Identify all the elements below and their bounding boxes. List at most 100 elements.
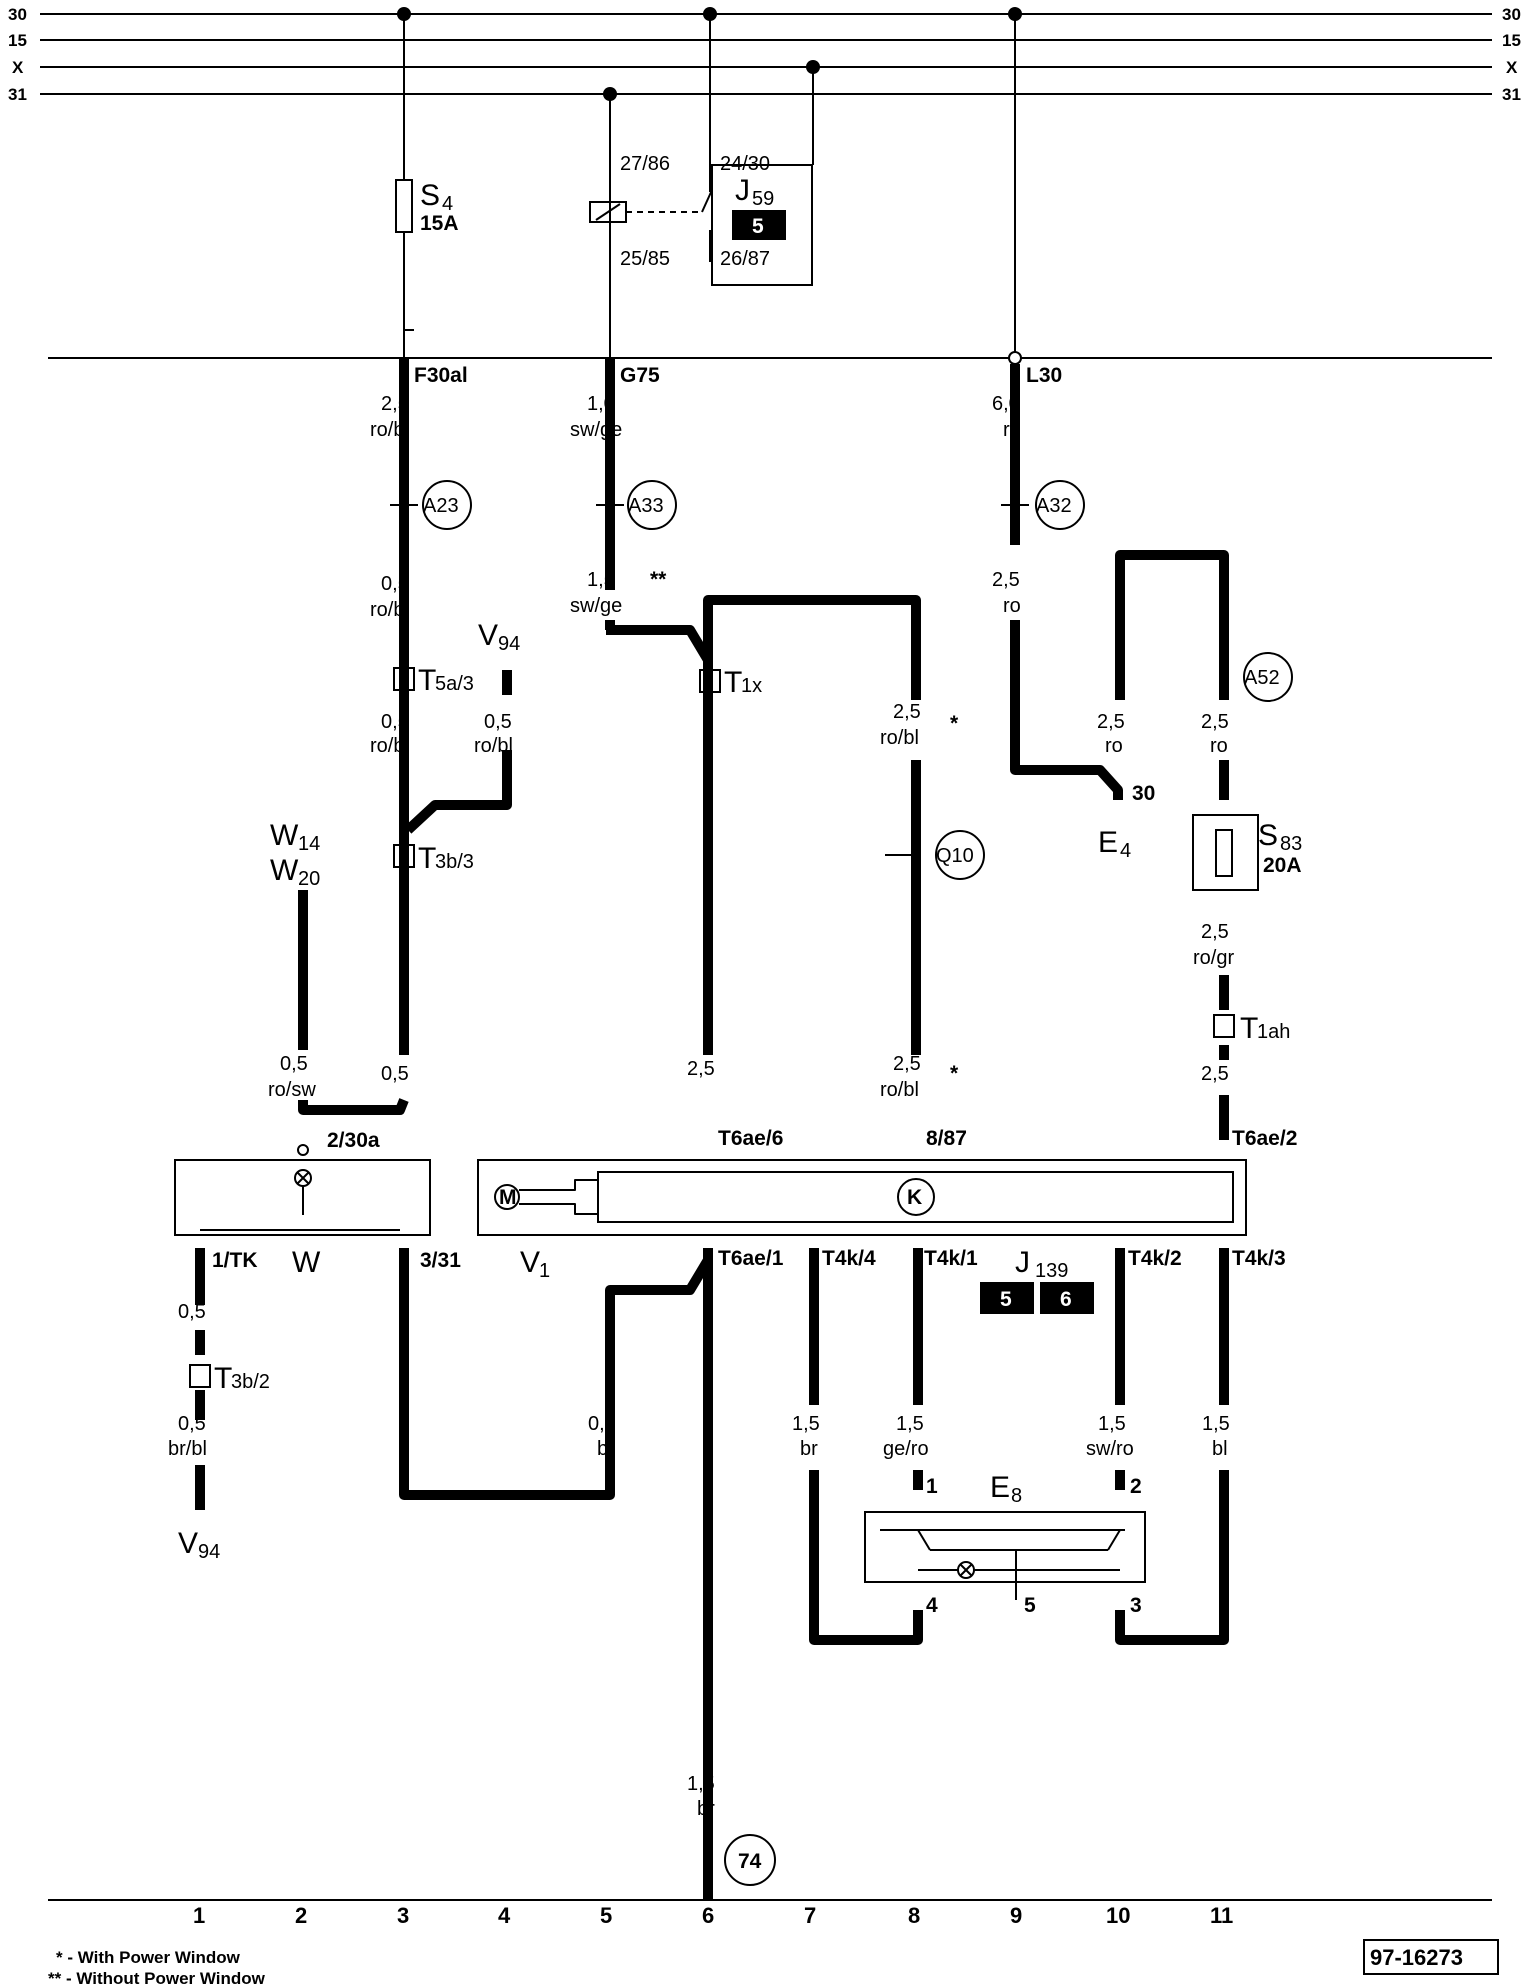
connector-icon <box>1213 1014 1235 1038</box>
connector-icon <box>393 844 415 868</box>
wire-color: ro <box>1003 595 1021 617</box>
relay-symbol: K <box>907 1186 922 1209</box>
e8-pin: 2 <box>1130 1475 1142 1498</box>
w-pin: 1/TK <box>212 1249 258 1272</box>
wire-size: 1,5 <box>792 1413 820 1435</box>
l30-circuit: L30 E 4 30 <box>1008 7 1155 862</box>
wire-color: bl <box>1212 1438 1228 1460</box>
column-number: 8 <box>908 1903 920 1928</box>
s4-label: S <box>420 179 440 212</box>
e8-label-sub: 8 <box>1011 1485 1022 1507</box>
wire-color: sw/ge <box>570 595 622 617</box>
wire-size: 2,5 <box>1201 1063 1229 1085</box>
wire-mark: * <box>950 712 959 735</box>
column-number: 4 <box>498 1903 511 1928</box>
wire-color: ro/bl <box>370 735 409 757</box>
ground-label: A33 <box>628 495 664 517</box>
ground-points: A23 A33 A32 A52 Q10 74 <box>390 480 1293 1886</box>
ground-label: A52 <box>1244 667 1280 689</box>
wire-size: 0,5 <box>381 573 409 595</box>
column-number: 3 <box>397 1903 409 1928</box>
ground-label: A23 <box>423 495 459 517</box>
ground-marker <box>1035 480 1085 530</box>
s83-housing <box>1192 814 1259 891</box>
wire-color: ro/bl <box>880 727 919 749</box>
e4-pin: 30 <box>1132 782 1155 805</box>
connector-label-sub: 5a/3 <box>435 673 474 695</box>
connector-symbols: T 5a/3 T 3b/3 T 1x T 1ah T 3b/2 <box>189 664 1290 1395</box>
side-component-labels: V 94 W 14 W 20 V 94 <box>178 619 520 1563</box>
rail-label-left: 31 <box>8 85 27 104</box>
wire-color: ge/ro <box>883 1438 929 1460</box>
rail-label-left: X <box>12 58 24 77</box>
j139-badge <box>1040 1282 1094 1314</box>
pin-f30al: F30al <box>414 364 468 387</box>
e4-label: E <box>1098 826 1118 859</box>
motor-symbol: M <box>499 1186 517 1209</box>
v1-label-sub: 1 <box>539 1260 550 1282</box>
fuse-s4-symbol <box>395 179 413 233</box>
column-number: 7 <box>804 1903 816 1928</box>
s4-rating: 15A <box>420 212 459 235</box>
j59-pin: 26/87 <box>720 248 770 270</box>
footnote: * - With Power Window <box>56 1948 241 1967</box>
w-label: W <box>292 1246 321 1279</box>
pin-label: T6ae/2 <box>1232 1127 1297 1150</box>
v94-label: V <box>478 619 498 652</box>
w-housing <box>174 1159 431 1236</box>
wire-size: 1,5 <box>1098 1413 1126 1435</box>
fuse-s83-symbol <box>1215 829 1233 877</box>
column-number: 2 <box>295 1903 307 1928</box>
w-pin: 2/30a <box>327 1129 380 1152</box>
connector-icon <box>699 669 721 693</box>
wire-color: br/bl <box>168 1438 207 1460</box>
wire-size: 2,5 <box>1201 711 1229 733</box>
wire-color: br <box>697 1798 715 1820</box>
ground-label: 74 <box>738 1850 762 1873</box>
wire-size: 2,5 <box>1201 921 1229 943</box>
v94-label-sub: 94 <box>498 633 520 655</box>
wire-size: 2,5 <box>1097 711 1125 733</box>
j139-label-sub: 139 <box>1035 1260 1068 1282</box>
column-number: 9 <box>1010 1903 1022 1928</box>
wire-size: 0,5 <box>484 711 512 733</box>
pin-label: T4k/4 <box>822 1247 876 1270</box>
wire-size: 1,0 <box>587 393 615 415</box>
rail-label-left: 30 <box>8 5 27 24</box>
column-numbers: 1 2 3 4 5 6 7 8 9 10 11 <box>193 1903 1233 1928</box>
j59-pin: 24/30 <box>720 153 770 175</box>
w-pin: 3/31 <box>420 1249 461 1272</box>
e8-label: E <box>990 1471 1010 1504</box>
wire-color: ro/sw <box>268 1079 316 1101</box>
bus-rails: 30 15 X 31 30 15 X 31 <box>8 5 1521 104</box>
wire-size: 2,5 <box>893 701 921 723</box>
connector-label: T <box>418 664 436 697</box>
wire-mark: * <box>950 1062 959 1085</box>
v94-label: V <box>178 1527 198 1560</box>
wire-color: br <box>800 1438 818 1460</box>
j139-badge-text: 6 <box>1060 1288 1072 1311</box>
e4-label-sub: 4 <box>1120 840 1131 862</box>
wire-color: ro <box>1003 419 1021 441</box>
lower-wires <box>703 1248 1229 1900</box>
wire-size: 2,5 <box>687 1058 715 1080</box>
w20-label-sub: 20 <box>298 868 320 890</box>
wiper-motor-v1: M K V 1 J 139 5 6 <box>477 1159 1247 1314</box>
e8-pin: 3 <box>1130 1594 1142 1617</box>
connector-label: T <box>418 842 436 875</box>
j59-pin: 27/86 <box>620 153 670 175</box>
s83-label: S <box>1258 819 1278 852</box>
pin-label: T6ae/6 <box>718 1127 783 1150</box>
wire-color: sw/ge <box>570 419 622 441</box>
w20-label: W <box>270 854 299 887</box>
connector-label: T <box>1240 1012 1258 1045</box>
j59-circuit: 27/86 24/30 25/85 26/87 J 59 5 G75 <box>589 7 820 590</box>
ground-marker <box>724 1834 776 1886</box>
v94-label-sub: 94 <box>198 1541 220 1563</box>
wire-size: 2,5 <box>893 1053 921 1075</box>
wire-size: 2,5 <box>381 393 409 415</box>
e8-pin: 4 <box>926 1594 938 1617</box>
rail-label-left: 15 <box>8 31 27 50</box>
wire-size: 0,5 <box>280 1053 308 1075</box>
e8-pin: 5 <box>1024 1594 1036 1617</box>
